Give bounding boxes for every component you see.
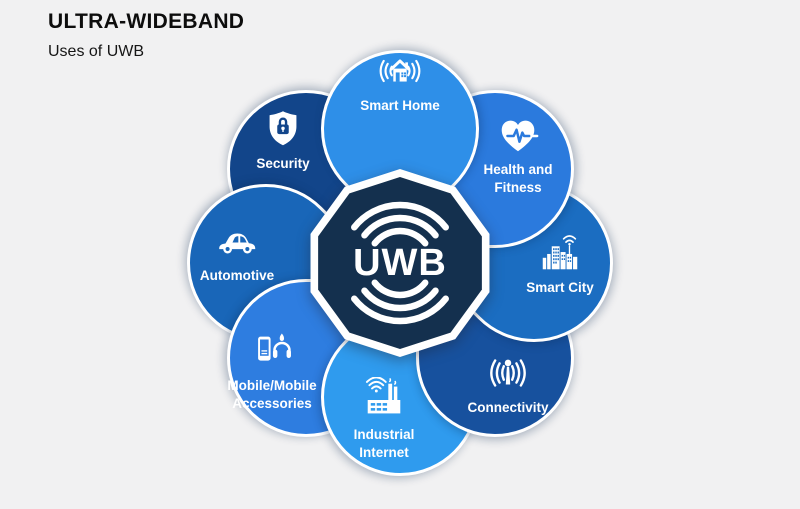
page-subtitle: Uses of UWB [48,43,145,60]
uwb-badge-border: UWB [310,169,490,357]
uwb-badge-face: UWB [318,177,482,349]
uwb-label: UWB [353,241,447,284]
uwb-center-badge: UWB [306,169,494,357]
slide-header: ULTRA-WIDEBAND Uses of UWB [48,10,244,61]
radio-waves-icon [351,201,449,325]
page-title: ULTRA-WIDEBAND [48,10,245,33]
